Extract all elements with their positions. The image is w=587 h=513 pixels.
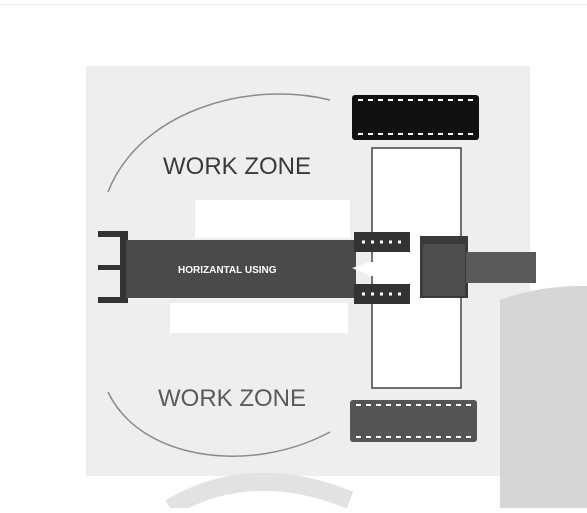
work-zone-arc-bottom <box>107 391 331 457</box>
turret-inner <box>423 244 465 296</box>
boom-body <box>126 240 356 298</box>
boom-label: HORIZANTAL USING <box>178 265 277 276</box>
boom-joint-block-top <box>354 232 410 252</box>
background-arc <box>165 472 354 513</box>
top-divider <box>0 4 587 5</box>
white-patch-bottom <box>170 303 348 333</box>
work-zone-label-top: WORK ZONE <box>163 153 311 180</box>
counterweight-arm <box>466 252 536 283</box>
work-zone-label-bottom: WORK ZONE <box>158 385 306 412</box>
boom-end-bracket <box>98 231 128 303</box>
track-bottom <box>350 400 477 442</box>
white-patch-top <box>195 200 350 238</box>
boom-joint-block-bottom <box>354 284 410 304</box>
background-shape <box>500 285 587 508</box>
boom-arrow <box>352 262 412 276</box>
track-top <box>352 95 479 140</box>
work-zone-arc-top <box>107 93 331 193</box>
